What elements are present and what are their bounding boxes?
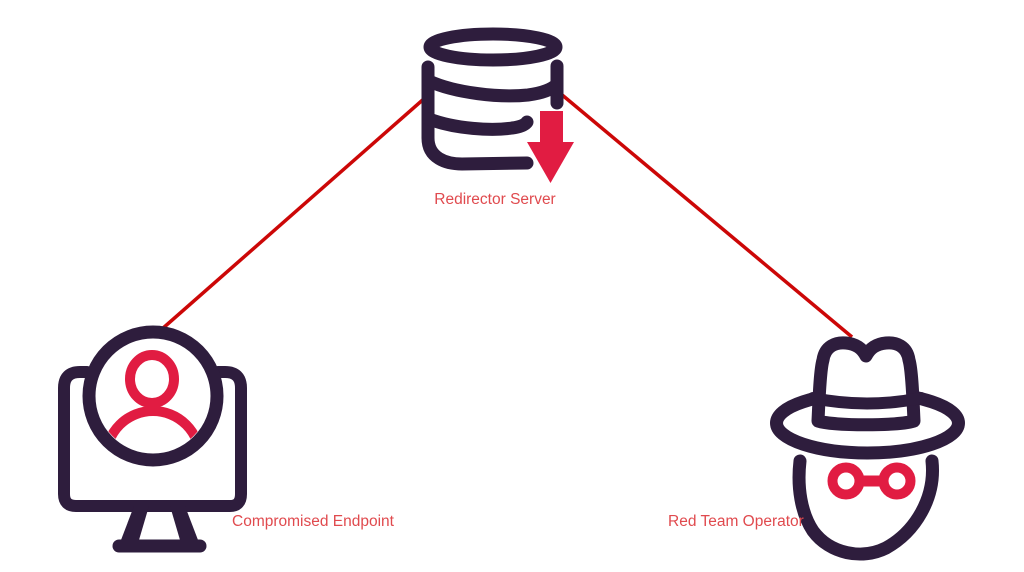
database-left-body — [421, 60, 534, 171]
spy-face — [792, 454, 939, 561]
database-band-top — [422, 74, 563, 103]
edge-endpoint-to-redirector — [160, 95, 428, 331]
monitor-frame — [58, 366, 247, 512]
hat-crown — [811, 336, 921, 432]
hat-band — [807, 392, 927, 410]
compromised-endpoint-label: Compromised Endpoint — [232, 513, 394, 530]
user-head — [125, 350, 179, 408]
database-download-icon — [421, 27, 574, 183]
monitor-stand-left-leg — [121, 506, 149, 540]
red-team-operator-label: Red Team Operator — [668, 513, 804, 530]
spy-fedora-icon — [770, 336, 965, 561]
monitor-user-icon — [58, 325, 247, 553]
database-top-ellipse — [423, 27, 563, 67]
database-band-middle — [422, 112, 534, 136]
download-arrow-icon — [527, 111, 574, 183]
edge-redirector-to-operator — [559, 92, 854, 339]
glasses-left-lens — [827, 462, 865, 500]
monitor-stand-right-leg — [170, 506, 198, 540]
redirector-server-label: Redirector Server — [434, 191, 556, 208]
